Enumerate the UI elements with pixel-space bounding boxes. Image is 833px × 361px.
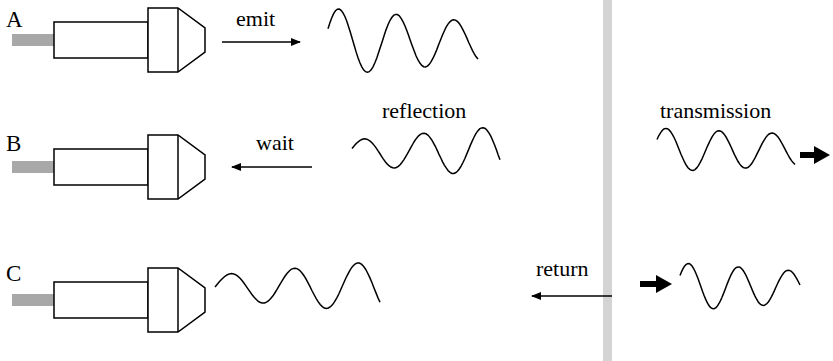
wave bbox=[680, 264, 800, 309]
step-label: return bbox=[536, 258, 589, 280]
arrow bbox=[532, 295, 612, 297]
step-label: emit bbox=[236, 8, 275, 30]
thick-arrow bbox=[640, 275, 672, 293]
wave bbox=[215, 263, 380, 308]
thick-arrow bbox=[800, 146, 830, 164]
wave bbox=[328, 9, 478, 72]
waves bbox=[215, 9, 800, 309]
interface-bar bbox=[603, 0, 612, 361]
arrow bbox=[222, 41, 300, 43]
step-label: reflection bbox=[382, 100, 466, 122]
step-label: wait bbox=[256, 132, 294, 154]
step-label: transmission bbox=[660, 100, 771, 122]
transducer bbox=[12, 8, 205, 72]
wave bbox=[657, 128, 795, 170]
transducer bbox=[12, 268, 205, 332]
row-letter: A bbox=[6, 8, 23, 31]
wave bbox=[352, 128, 500, 174]
transducer bbox=[12, 135, 205, 199]
row-letter: C bbox=[6, 262, 21, 285]
arrow bbox=[232, 166, 312, 168]
step-label: B bbox=[6, 132, 21, 155]
